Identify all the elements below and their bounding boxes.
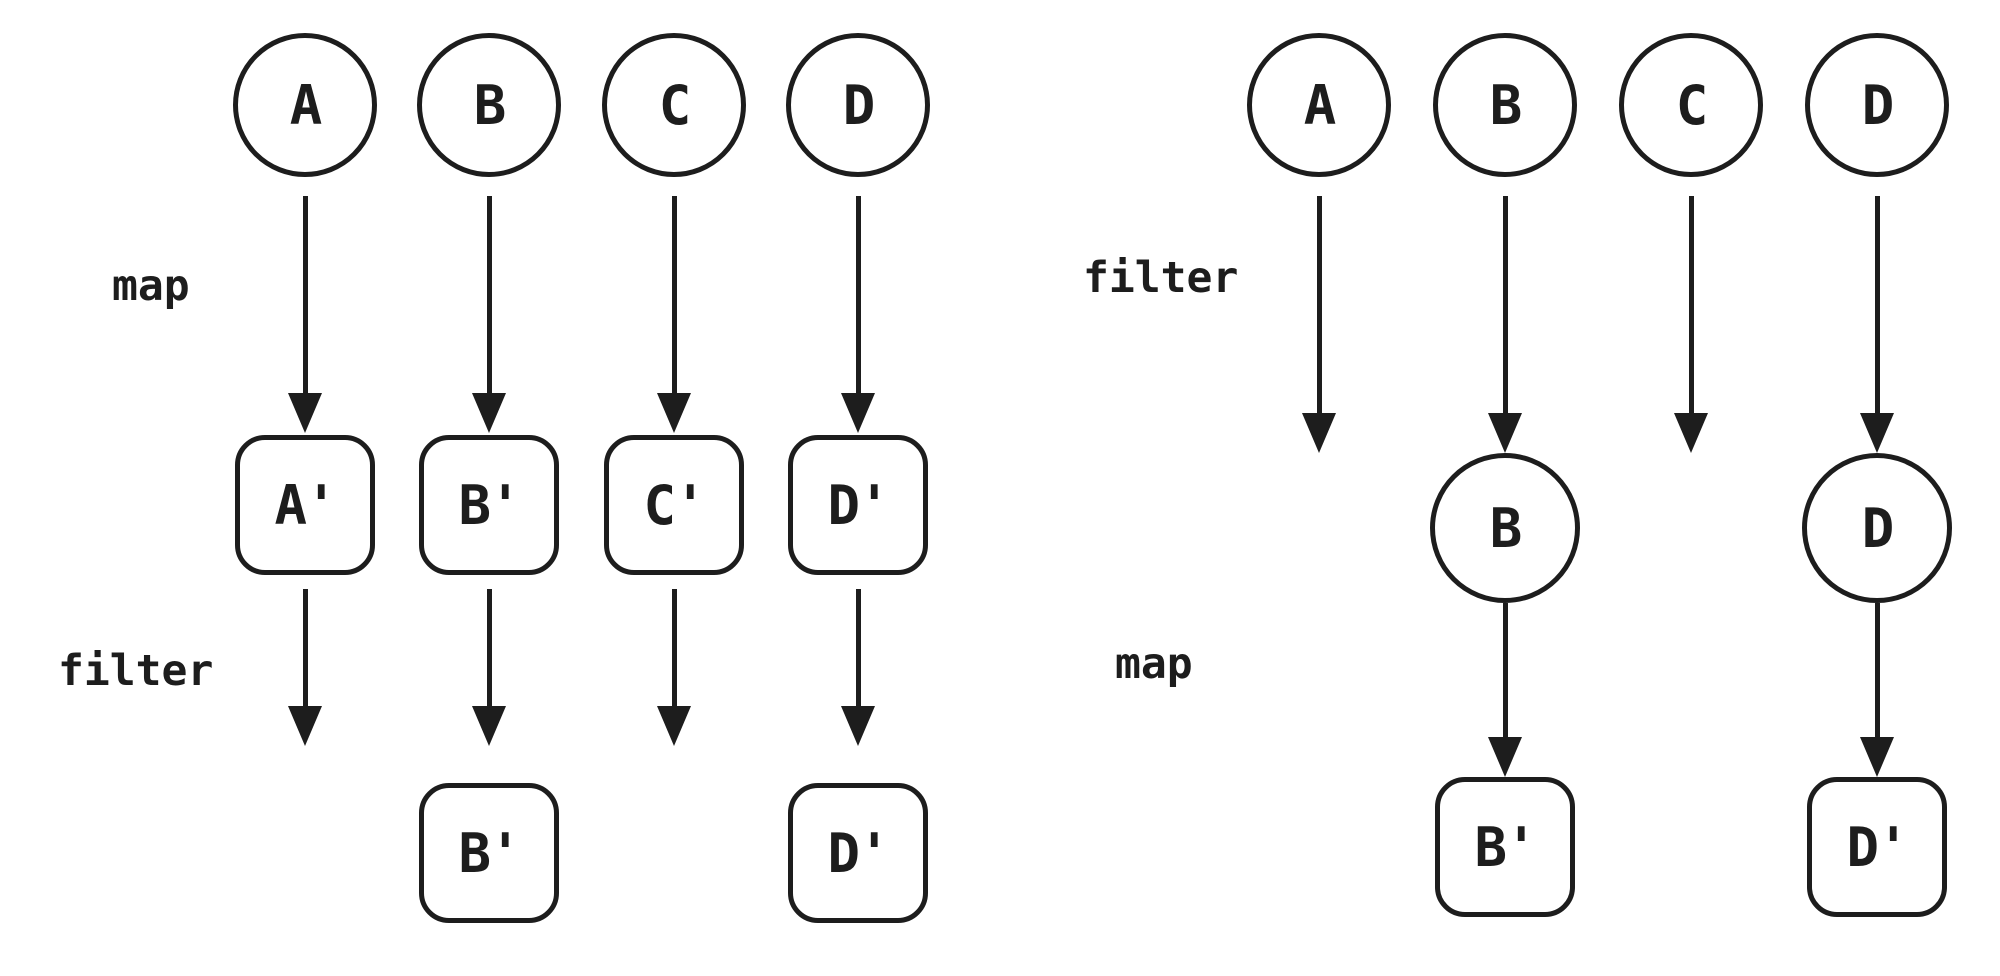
- left-mapped-node-c-prime: C': [604, 435, 744, 575]
- right-input-node-c: C: [1619, 33, 1763, 177]
- arrow-down-icon: [841, 589, 875, 746]
- right-input-node-d: D: [1805, 33, 1949, 177]
- left-output-node-b-prime: B': [419, 783, 559, 923]
- arrow-down-icon: [657, 589, 691, 746]
- left-output-node-d-prime: D': [788, 783, 928, 923]
- right-output-node-d-prime: D': [1807, 777, 1947, 917]
- arrow-down-icon: [472, 589, 506, 746]
- arrow-down-icon: [472, 196, 506, 433]
- right-kept-node-b: B: [1430, 453, 1580, 603]
- left-input-node-d: D: [786, 33, 930, 177]
- arrow-down-icon: [1860, 603, 1894, 777]
- left-mapped-node-b-prime: B': [419, 435, 559, 575]
- left-mapped-node-a-prime: A': [235, 435, 375, 575]
- right-output-node-b-prime: B': [1435, 777, 1575, 917]
- arrow-down-icon: [1674, 196, 1708, 453]
- right-stage-label-map: map: [1115, 639, 1193, 689]
- right-stage-label-filter: filter: [1083, 253, 1239, 303]
- left-input-node-b: B: [417, 33, 561, 177]
- arrow-down-icon: [1488, 196, 1522, 453]
- arrow-down-icon: [1488, 603, 1522, 777]
- right-input-node-a: A: [1247, 33, 1391, 177]
- left-mapped-node-d-prime: D': [788, 435, 928, 575]
- left-input-node-a: A: [233, 33, 377, 177]
- arrow-down-icon: [841, 196, 875, 433]
- left-stage-label-map: map: [112, 261, 190, 311]
- arrow-down-icon: [1860, 196, 1894, 453]
- right-input-node-b: B: [1433, 33, 1577, 177]
- left-input-node-c: C: [602, 33, 746, 177]
- arrow-down-icon: [288, 196, 322, 433]
- arrow-down-icon: [1302, 196, 1336, 453]
- arrow-down-icon: [288, 589, 322, 746]
- arrow-down-icon: [657, 196, 691, 433]
- left-stage-label-filter: filter: [58, 646, 214, 696]
- right-kept-node-d: D: [1802, 453, 1952, 603]
